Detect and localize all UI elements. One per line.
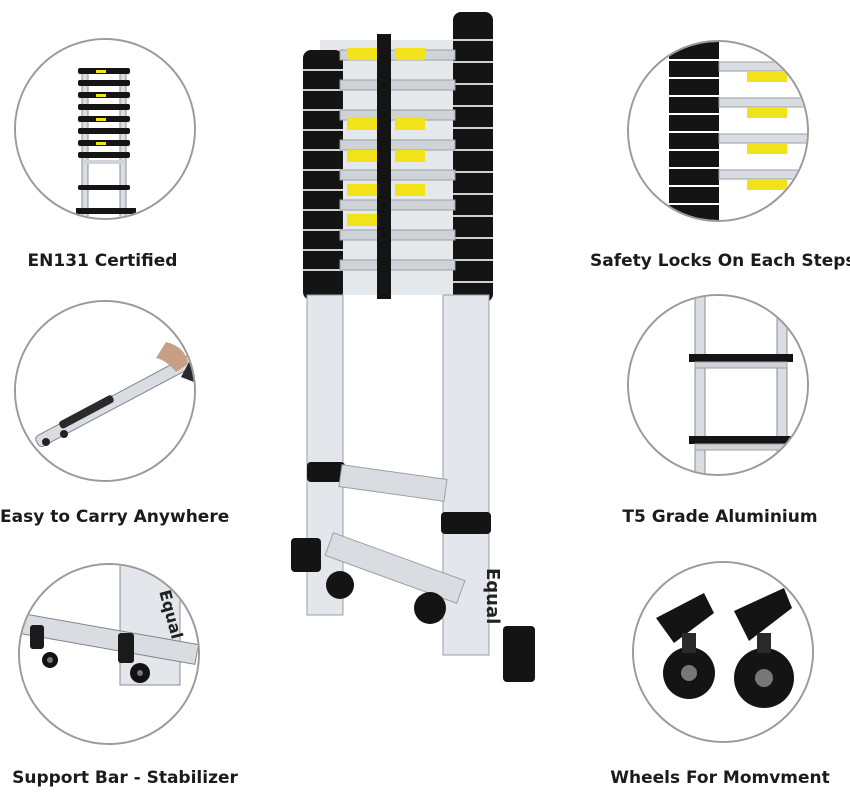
feature-label-safety-locks: Safety Locks On Each Steps bbox=[590, 251, 850, 271]
feature-label-en131: EN131 Certified bbox=[27, 251, 178, 271]
wheels-icon bbox=[634, 563, 812, 741]
feature-image-carry bbox=[14, 300, 196, 482]
feature-label-carry: Easy to Carry Anywhere bbox=[0, 507, 230, 527]
ladder-lower-tubes: Equal bbox=[306, 294, 503, 656]
carry-handle-icon bbox=[16, 302, 194, 480]
telescopic-ladder-image: Equal bbox=[291, 12, 535, 682]
ladder-brand-logo: Equal bbox=[482, 568, 503, 624]
stabilizer-bar-icon: Equal bbox=[20, 565, 198, 743]
feature-image-safety-locks bbox=[627, 40, 809, 222]
ladder-feet bbox=[291, 538, 535, 682]
safety-lock-icon bbox=[629, 42, 807, 220]
feature-label-wheels: Wheels For Momvment bbox=[610, 768, 830, 788]
feature-label-aluminium: T5 Grade Aluminium bbox=[622, 507, 818, 527]
feature-image-stabilizer: Equal bbox=[18, 563, 200, 745]
feature-image-en131 bbox=[14, 38, 196, 220]
ladder-upper-stack bbox=[303, 12, 493, 302]
feature-label-stabilizer: Support Bar - Stabilizer bbox=[12, 768, 238, 788]
feature-image-wheels bbox=[632, 561, 814, 743]
aluminium-rungs-icon bbox=[629, 296, 807, 474]
ladder-overview-icon bbox=[16, 40, 194, 218]
feature-image-aluminium bbox=[627, 294, 809, 476]
